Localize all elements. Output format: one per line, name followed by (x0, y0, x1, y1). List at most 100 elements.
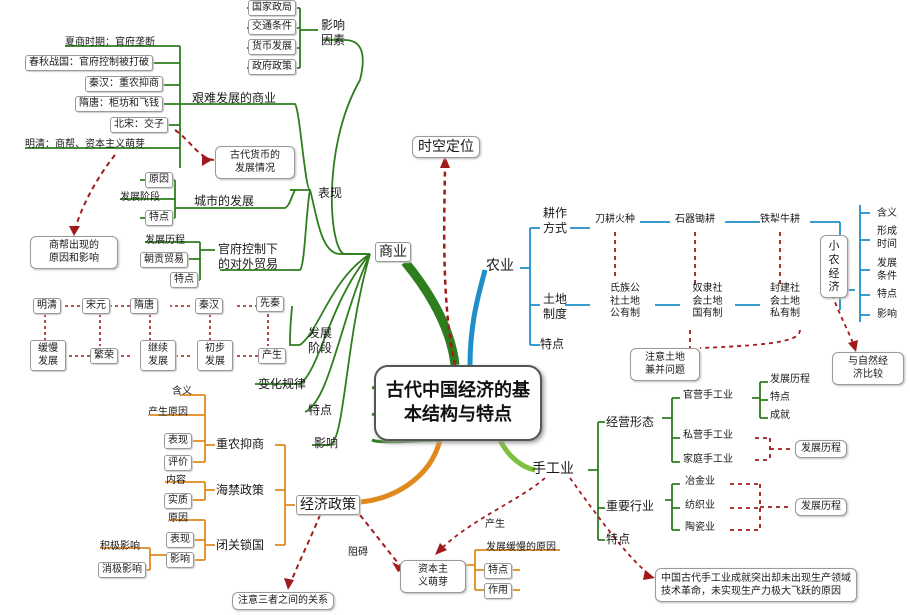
stages-label: 发展 阶段 (307, 326, 332, 355)
smallfarm-item: 发展 条件 (877, 258, 897, 282)
foreign-item: 特点 (170, 272, 198, 288)
foreign-item: 朝贡贸易 (140, 252, 188, 268)
influence-label: 影响 因素 (320, 18, 345, 47)
smallfarm-item: 形成 时间 (877, 226, 897, 250)
phase-box: 缓慢 发展 (30, 340, 66, 371)
city-item: 发展阶段 (120, 192, 160, 203)
city-item: 特点 (145, 210, 173, 226)
land-item: 氏族公 社土地 公有制 (610, 283, 640, 319)
forms-sub-item: 发展历程 (770, 374, 810, 385)
smallfarm-item: 特点 (877, 289, 897, 300)
forms-sub-item: 特点 (770, 392, 790, 403)
forms-sub-item: 成就 (770, 410, 790, 421)
industry-history-node: 发展历程 (795, 498, 847, 516)
phase-box: 继续 发展 (140, 340, 176, 371)
zhongnong-item: 表现 (164, 433, 192, 449)
influence-item: 交通条件 (248, 19, 296, 35)
land-label: 土地 制度 (542, 292, 567, 321)
merchant-note: 商帮出现的 原因和影响 (30, 236, 118, 269)
forms-item: 官营手工业 (683, 390, 733, 401)
phase-box: 初步 发展 (197, 340, 233, 371)
farming-item: 刀耕火种 (595, 214, 635, 225)
biguan-label: 闭关锁国 (216, 538, 265, 552)
dynasty-box: 先秦 (256, 296, 284, 312)
trunk-craft (497, 438, 536, 473)
dynasty-box: 秦汉 (195, 298, 223, 314)
trunk-commerce (401, 259, 460, 366)
industry-item: 纺织业 (685, 500, 715, 511)
hard-commerce-item: 春秋战国：官府控制被打破 (25, 55, 153, 71)
haijin-label: 海禁政策 (216, 483, 265, 497)
biguan-effect: 积极影响 (100, 541, 140, 552)
biguan-item: 原因 (168, 513, 188, 524)
farming-item: 石器锄耕 (675, 214, 715, 225)
handicraft-node: 手工业 (532, 461, 574, 477)
commerce-node: 商业 (375, 242, 411, 262)
zhongnong-item: 产生原因 (148, 407, 188, 418)
hard-commerce-item: 隋唐：柜坊和飞钱 (75, 96, 163, 112)
private-history-node: 发展历程 (795, 440, 847, 458)
foreign-item: 发展历程 (145, 235, 185, 246)
influence-item: 货币发展 (248, 39, 296, 55)
farming-label: 耕作 方式 (542, 206, 567, 235)
trunk-policy (359, 439, 443, 505)
phase-box: 产生 (258, 348, 286, 364)
haijin-item: 实质 (164, 493, 192, 509)
industry-item: 陶瓷业 (685, 522, 715, 533)
haijin-item: 内容 (166, 475, 186, 486)
city-label: 城市的发展 (194, 194, 255, 208)
change-label: 变化规律 (258, 377, 307, 391)
phase-box: 繁荣 (90, 348, 118, 364)
hard-commerce-label: 艰难发展的商业 (192, 91, 277, 105)
hard-commerce-item: 北宋：交子 (110, 117, 168, 133)
forms-item: 私营手工业 (683, 430, 733, 441)
land-item: 封建社 会土地 私有制 (770, 283, 800, 319)
dynasty-box: 宋元 (82, 298, 110, 314)
farming-item: 铁犁牛耕 (760, 214, 800, 225)
forms-item: 家庭手工业 (683, 454, 733, 465)
smallfarm-item: 含义 (877, 208, 897, 219)
zhongnong-item: 含义 (172, 386, 192, 397)
craft-note: 中国古代手工业成就突出却未出现生产领域 技术革命，未实现生产力极大飞跃的原因 (655, 568, 857, 602)
zhongnong-item: 评价 (164, 455, 192, 471)
agri-feature-label: 特点 (540, 337, 565, 351)
craft-feature-label: 特点 (606, 532, 631, 546)
influence-item: 国家政局 (248, 0, 296, 16)
dynasty-box: 明清 (33, 298, 61, 314)
forms-label: 经营形态 (606, 415, 655, 429)
influence-item: 政府政策 (248, 59, 296, 75)
city-item: 原因 (145, 172, 173, 188)
biguan-effect: 消极影响 (98, 562, 146, 578)
smallfarm-item: 影响 (877, 309, 897, 320)
hard-commerce-item: 夏商时期：官府垄断 (65, 37, 155, 48)
capitalism-item: 特点 (484, 563, 512, 579)
capitalism-item: 作用 (484, 583, 512, 599)
hard-commerce-item: 明清：商帮、资本主义萌芽 (25, 139, 145, 150)
land-item: 奴隶社 会土地 国有制 (692, 283, 723, 319)
capitalism-born-label: 产生 (485, 519, 505, 530)
capitalism-item: 发展缓慢的原因 (486, 542, 556, 553)
time-space-node: 时空定位 (412, 136, 480, 158)
natural-economy-note: 与自然经 济比较 (832, 352, 904, 385)
capitalism-node: 资本主 义萌芽 (400, 560, 466, 593)
dynasty-box: 隋唐 (130, 298, 158, 314)
central-topic: 古代中国经济的基本结构与特点 (374, 365, 542, 441)
zhongnong-label: 重农抑商 (216, 437, 265, 451)
hard-commerce-item: 秦汉：重农抑商 (85, 76, 163, 92)
policy-node: 经济政策 (296, 495, 360, 515)
smallfarm-node: 小农经济 (820, 235, 848, 298)
land-annexation-note: 注意土地 兼并问题 (630, 348, 700, 381)
foreign-label: 官府控制下 的对外贸易 (218, 242, 279, 271)
biguan-item: 影响 (166, 552, 194, 568)
industries-label: 重要行业 (606, 499, 655, 513)
agriculture-node: 农业 (486, 258, 514, 274)
capitalism-hinder-label: 阻碍 (348, 547, 368, 558)
money-note: 古代货币的 发展情况 (215, 146, 295, 179)
commerce-feature-label: 特点 (308, 403, 333, 417)
trunk-agri (467, 269, 488, 366)
biguan-item: 表现 (166, 532, 194, 548)
industry-item: 冶金业 (685, 476, 715, 487)
commerce-influence2-label: 影响 (314, 436, 339, 450)
time-space-link (442, 161, 457, 366)
